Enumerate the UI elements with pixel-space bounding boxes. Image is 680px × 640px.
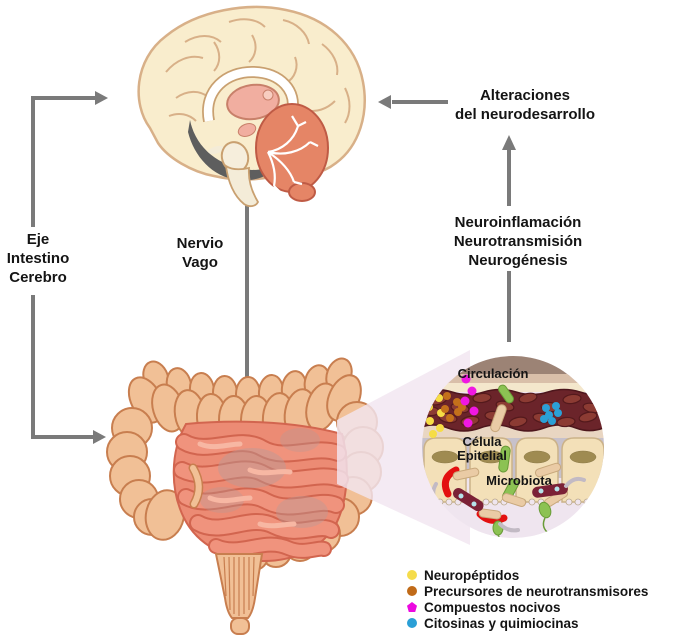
cytokine-dots [540, 402, 562, 425]
legend: Neuropéptidos Precursores de neurotransm… [407, 567, 648, 631]
midbrain-gray-region [188, 120, 284, 181]
axis-label: Eje Intestino Cerebro [6, 231, 70, 287]
inset-circle [422, 356, 604, 538]
alterations-arrow [378, 95, 448, 109]
cytokines-marker-icon [407, 618, 417, 628]
rectum [214, 553, 264, 635]
legend-item-harmful-compounds: Compuestos nocivos [407, 599, 648, 615]
harmful-compound-dots [460, 374, 479, 428]
legend-item-neuropeptides: Neuropéptidos [407, 567, 648, 583]
brain-illustration [137, 5, 366, 208]
vagus-nerve-label: Nervio Vago [176, 235, 224, 272]
alterations-label: Alteraciones del neurodesarrollo [454, 87, 596, 124]
epithelial-cell-label: Célula Epitelial [457, 434, 507, 464]
legend-item-label: Precursores de neurotransmisores [424, 583, 649, 599]
neuro-processes-label: Neuroinflamación Neurotransmisión Neurog… [453, 214, 583, 270]
legend-item-label: Compuestos nocivos [424, 599, 561, 615]
legend-item-precursors: Precursores de neurotransmisores [407, 583, 648, 599]
neuropeptides-marker-icon [407, 570, 417, 580]
precursors-marker-icon [407, 586, 417, 596]
microbiota-bacteria [431, 384, 586, 538]
precursor-dots [441, 392, 466, 422]
appendix [188, 463, 204, 509]
small-intestine [172, 420, 349, 563]
legend-item-label: Neuropéptidos [424, 567, 520, 583]
intestine-illustration [106, 357, 384, 635]
legend-item-cytokines: Citosinas y quimiocinas [407, 615, 648, 631]
legend-item-label: Citosinas y quimiocinas [424, 615, 579, 631]
neuro-up-arrow [502, 135, 516, 206]
microbiota-label: Microbiota [486, 473, 552, 488]
circulation-label: Circulación [457, 366, 529, 381]
cerebellum [255, 103, 329, 202]
arbor-vitae [267, 115, 319, 193]
harmful-compounds-marker-icon [407, 602, 417, 612]
axis-bracket-arrows [31, 91, 108, 444]
brainstem [224, 164, 260, 208]
